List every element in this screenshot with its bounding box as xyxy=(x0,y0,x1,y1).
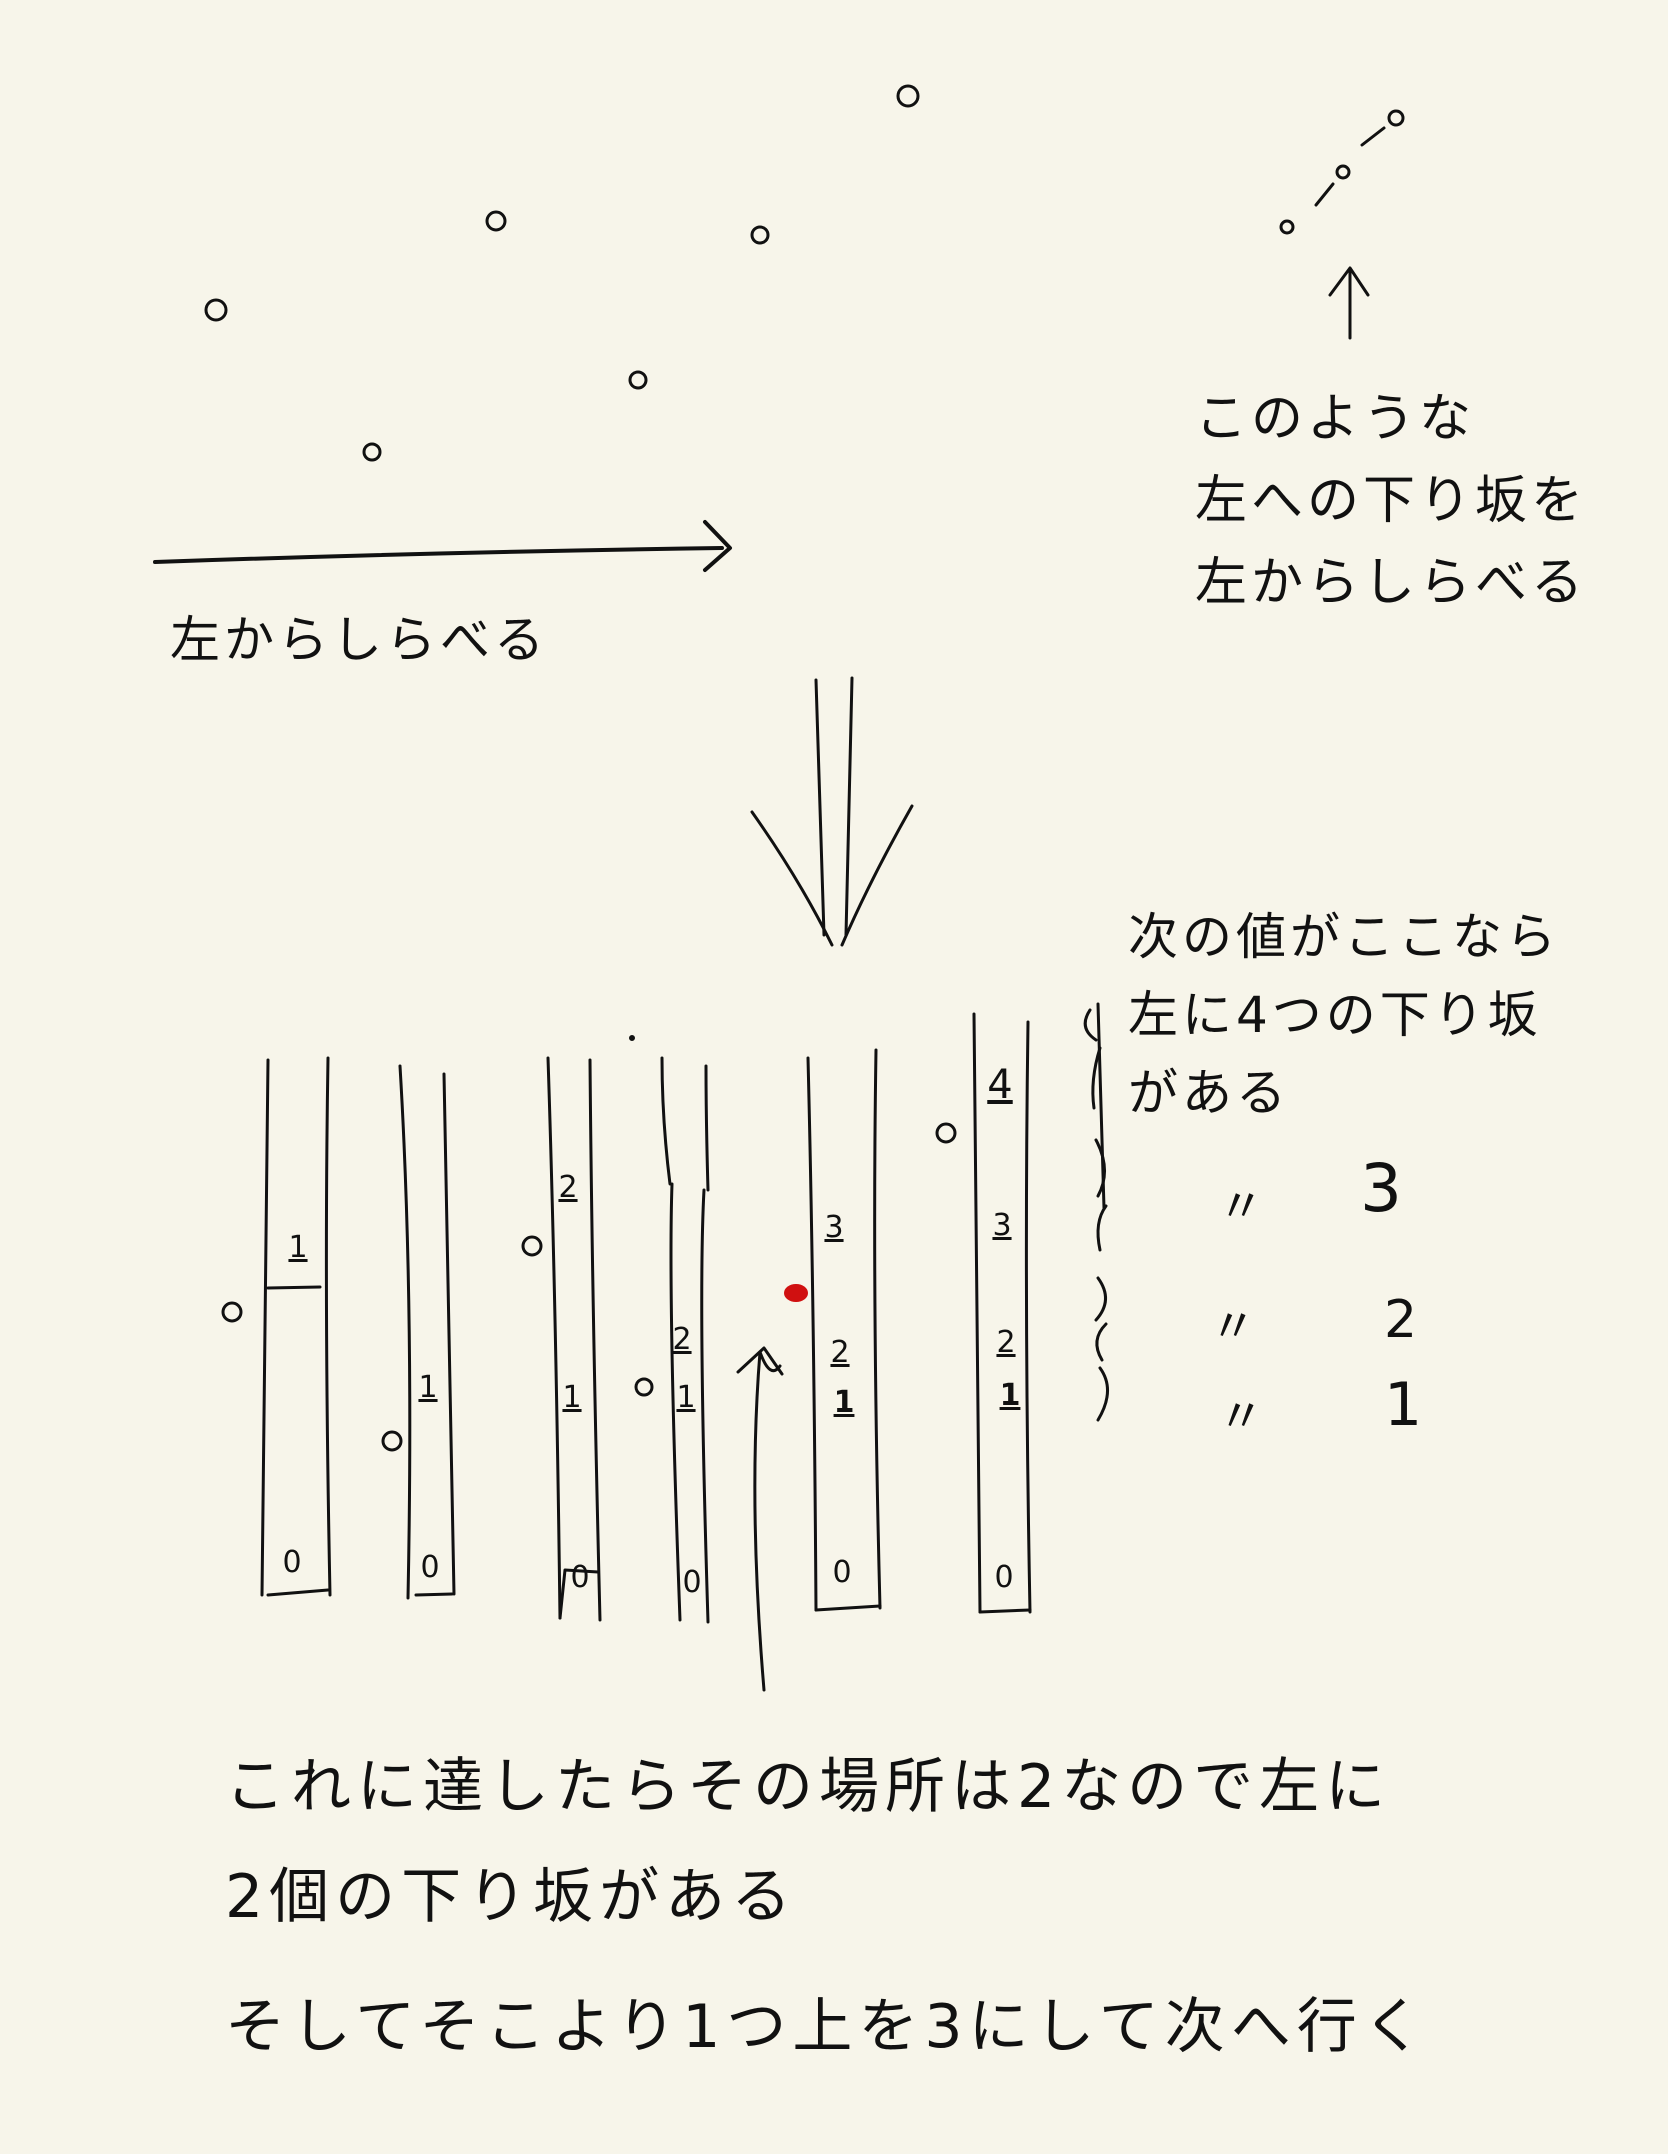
top-right-note-line: 左からしらべる xyxy=(1195,553,1588,613)
mid-right-note-line: がある xyxy=(1128,1064,1290,1122)
brace-group xyxy=(1083,1002,1109,1422)
column-3-label: 1 xyxy=(562,1380,582,1415)
ditto-mark: 〃 xyxy=(1218,1179,1264,1233)
column-5-label: 1 xyxy=(833,1385,855,1420)
bottom-note-line: 2個の下り坂がある xyxy=(225,1862,798,1932)
column-3-label: 2 xyxy=(558,1170,578,1205)
scan-arrow-icon xyxy=(153,520,732,572)
ditto-mark: 〃 xyxy=(1218,1389,1264,1443)
column-1 xyxy=(221,1056,332,1597)
mid-right-note-line: 次の値がここなら xyxy=(1128,908,1560,966)
column-6-label: 0 xyxy=(994,1560,1014,1595)
column-5-label: 3 xyxy=(824,1210,844,1245)
transform-arrow-icon xyxy=(750,676,914,947)
column-3 xyxy=(521,1056,602,1622)
column-1-label: 1 xyxy=(288,1230,308,1265)
slope-example xyxy=(1279,109,1405,235)
pointer-arrow-icon xyxy=(736,1346,784,1692)
column-6-label: 4 xyxy=(987,1062,1013,1108)
side-count: 3 xyxy=(1360,1150,1402,1227)
column-2-label: 0 xyxy=(420,1550,440,1585)
column-5-label: 0 xyxy=(832,1555,852,1590)
column-1-label: 0 xyxy=(282,1545,302,1580)
mid-right-note: 次の値がここなら 左に4つの下り坂 がある xyxy=(1128,898,1560,1132)
scatter-point xyxy=(896,84,920,108)
top-right-note: このような 左への下り坂を 左からしらべる xyxy=(1195,378,1587,624)
column-2-label: 1 xyxy=(418,1370,438,1405)
scatter-point xyxy=(204,298,228,322)
column-5-label: 2 xyxy=(830,1335,850,1370)
column-4-label: 0 xyxy=(682,1565,702,1600)
scatter-point xyxy=(628,370,648,390)
column-3-label: 0 xyxy=(570,1560,590,1595)
column-6-label: 1 xyxy=(999,1378,1021,1413)
ditto-mark: 〃 xyxy=(1210,1299,1256,1353)
scatter-point xyxy=(485,210,507,232)
side-count: 1 xyxy=(1384,1370,1423,1440)
bottom-note-line: そしてそこより1つ上を3にして次へ行く xyxy=(225,1992,1429,2062)
current-value-marker xyxy=(784,1284,808,1302)
column-4 xyxy=(634,1056,710,1624)
column-6-label: 2 xyxy=(996,1325,1016,1360)
column-2 xyxy=(381,1064,456,1600)
scan-arrow-label: 左からしらべる xyxy=(170,611,548,669)
top-right-note-line: 左への下り坂を xyxy=(1195,471,1588,531)
scatter-point xyxy=(362,442,382,462)
column-5 xyxy=(806,1048,882,1612)
up-arrow-icon xyxy=(1328,266,1370,340)
column-6 xyxy=(935,1012,1032,1614)
bottom-note-line: これに達したらその場所は2なので左に xyxy=(225,1752,1392,1822)
top-right-note-line: このような xyxy=(1195,389,1476,449)
column-4-label: 1 xyxy=(676,1380,696,1415)
column-6-label: 3 xyxy=(992,1208,1012,1243)
side-count: 2 xyxy=(1384,1290,1418,1350)
column-4-label: 2 xyxy=(672,1322,692,1357)
mid-right-note-line: 左に4つの下り坂 xyxy=(1128,986,1542,1044)
scatter-point xyxy=(750,225,770,245)
